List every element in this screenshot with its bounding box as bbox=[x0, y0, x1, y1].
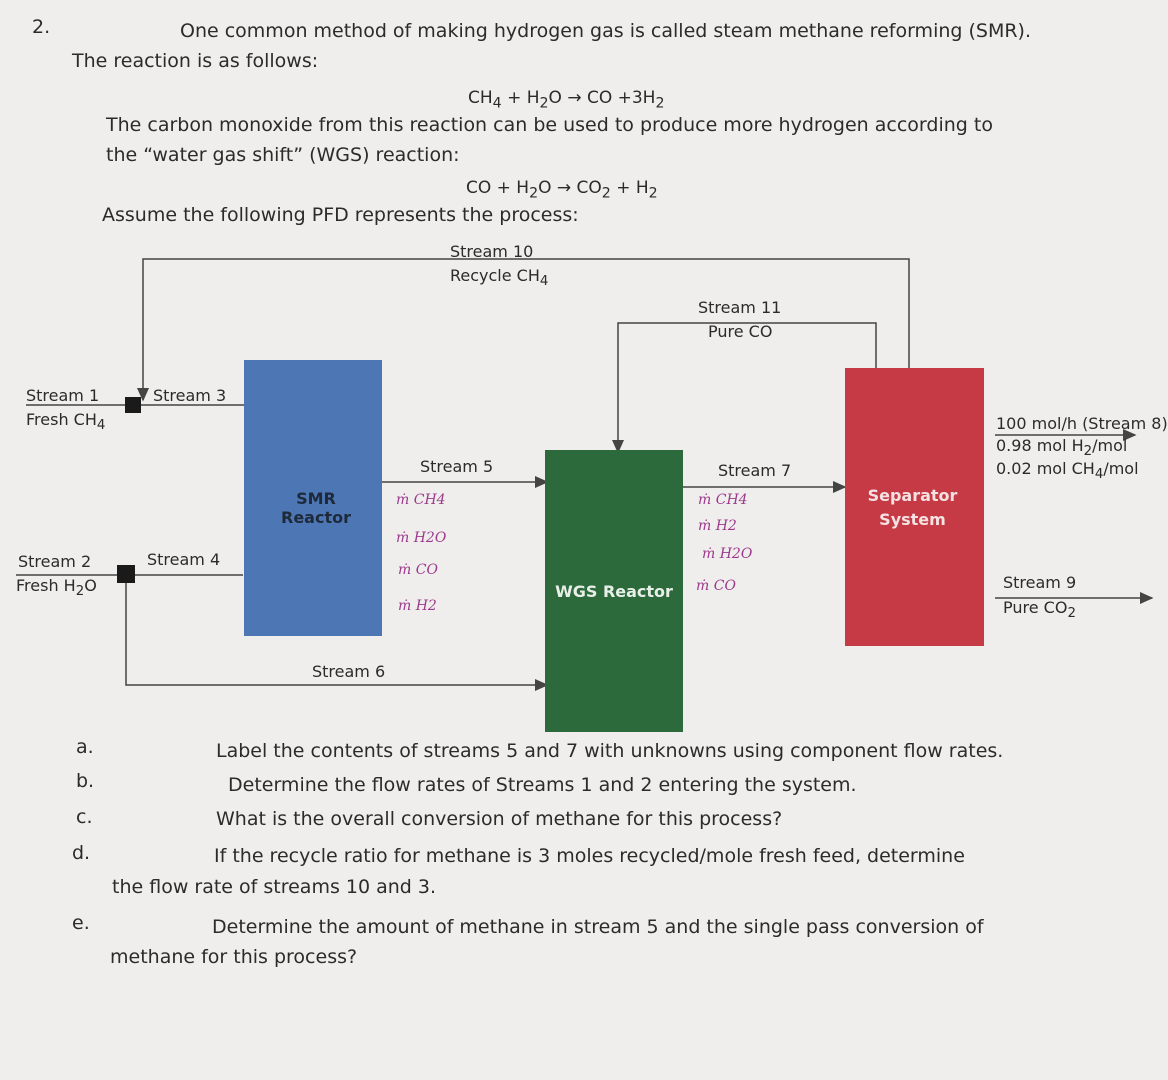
stream8-h2: 0.98 mol H2/mol bbox=[996, 436, 1128, 460]
hw-s7-co: ṁ CO bbox=[696, 578, 736, 594]
question-e-letter: e. bbox=[72, 912, 90, 934]
stream2-desc: Fresh H2O bbox=[16, 576, 97, 600]
question-d-letter: d. bbox=[72, 842, 91, 864]
hw-s7-h2o: ṁ H2O bbox=[702, 546, 753, 562]
stream11-name: Stream 11 bbox=[698, 298, 782, 317]
stream8-flow: 100 mol/h (Stream 8) bbox=[996, 414, 1168, 433]
pfd-lines bbox=[16, 258, 1154, 691]
stream9-name: Stream 9 bbox=[1003, 573, 1077, 592]
separator-label-2: System bbox=[879, 510, 946, 529]
intro-line-5: Assume the following PFD represents the … bbox=[102, 204, 579, 226]
stream4-name: Stream 4 bbox=[147, 550, 221, 569]
wgs-equation: CO + H2O → CO2 + H2 bbox=[466, 178, 658, 202]
stream11-line bbox=[612, 322, 877, 454]
question-c-letter: c. bbox=[76, 806, 93, 828]
question-e-text: Determine the amount of methane in strea… bbox=[212, 916, 984, 938]
stream10-line bbox=[137, 258, 910, 402]
stream1-desc: Fresh CH4 bbox=[26, 410, 106, 434]
stream10-name: Stream 10 bbox=[450, 242, 534, 261]
question-number: 2. bbox=[32, 16, 51, 38]
intro-line-4: the “water gas shift” (WGS) reaction: bbox=[106, 144, 460, 166]
stream5-name: Stream 5 bbox=[420, 457, 494, 476]
intro-line-2: The reaction is as follows: bbox=[72, 50, 319, 72]
smr-reactor-label: SMR Reactor bbox=[281, 489, 351, 527]
intro-line-3: The carbon monoxide from this reaction c… bbox=[106, 114, 993, 136]
hw-s5-co: ṁ CO bbox=[398, 562, 438, 578]
stream1-name: Stream 1 bbox=[26, 386, 100, 405]
hw-s5-h2: ṁ H2 bbox=[398, 598, 437, 614]
question-e-cont: methane for this process? bbox=[110, 946, 358, 968]
hw-s5-ch4: ṁ CH4 bbox=[396, 492, 446, 508]
question-b-letter: b. bbox=[76, 770, 95, 792]
wgs-reactor bbox=[545, 450, 683, 732]
stream9-desc: Pure CO2 bbox=[1003, 598, 1076, 622]
stream6-name: Stream 6 bbox=[312, 662, 386, 681]
stream3-name: Stream 3 bbox=[153, 386, 227, 405]
hw-s7-h2: ṁ H2 bbox=[698, 518, 737, 534]
question-a-text: Label the contents of streams 5 and 7 wi… bbox=[216, 740, 1004, 762]
stream6-line bbox=[125, 582, 549, 691]
stream10-desc: Recycle CH4 bbox=[450, 266, 549, 290]
question-a-letter: a. bbox=[76, 736, 94, 758]
separator-system bbox=[845, 368, 984, 646]
hw-s5-h2o: ṁ H2O bbox=[396, 530, 447, 546]
stream8-ch4: 0.02 mol CH4/mol bbox=[996, 459, 1139, 483]
question-d-cont: the flow rate of streams 10 and 3. bbox=[112, 876, 437, 898]
smr-reactor bbox=[244, 360, 382, 636]
stream7-name: Stream 7 bbox=[718, 461, 792, 480]
wgs-reactor-label: WGS Reactor bbox=[555, 582, 673, 601]
question-d-text: If the recycle ratio for methane is 3 mo… bbox=[214, 845, 965, 867]
intro-line-1: One common method of making hydrogen gas… bbox=[180, 20, 1032, 42]
mixer-h2o bbox=[117, 565, 135, 583]
hw-s7-ch4: ṁ CH4 bbox=[698, 492, 748, 508]
question-b-text: Determine the flow rates of Streams 1 an… bbox=[228, 774, 857, 796]
separator-label-1: Separator bbox=[867, 486, 958, 505]
stream2-name: Stream 2 bbox=[18, 552, 92, 571]
mixer-ch4 bbox=[125, 397, 141, 413]
smr-equation: CH4 + H2O → CO +3H2 bbox=[468, 88, 665, 112]
question-c-text: What is the overall conversion of methan… bbox=[216, 808, 783, 830]
stream11-desc: Pure CO bbox=[708, 322, 773, 341]
